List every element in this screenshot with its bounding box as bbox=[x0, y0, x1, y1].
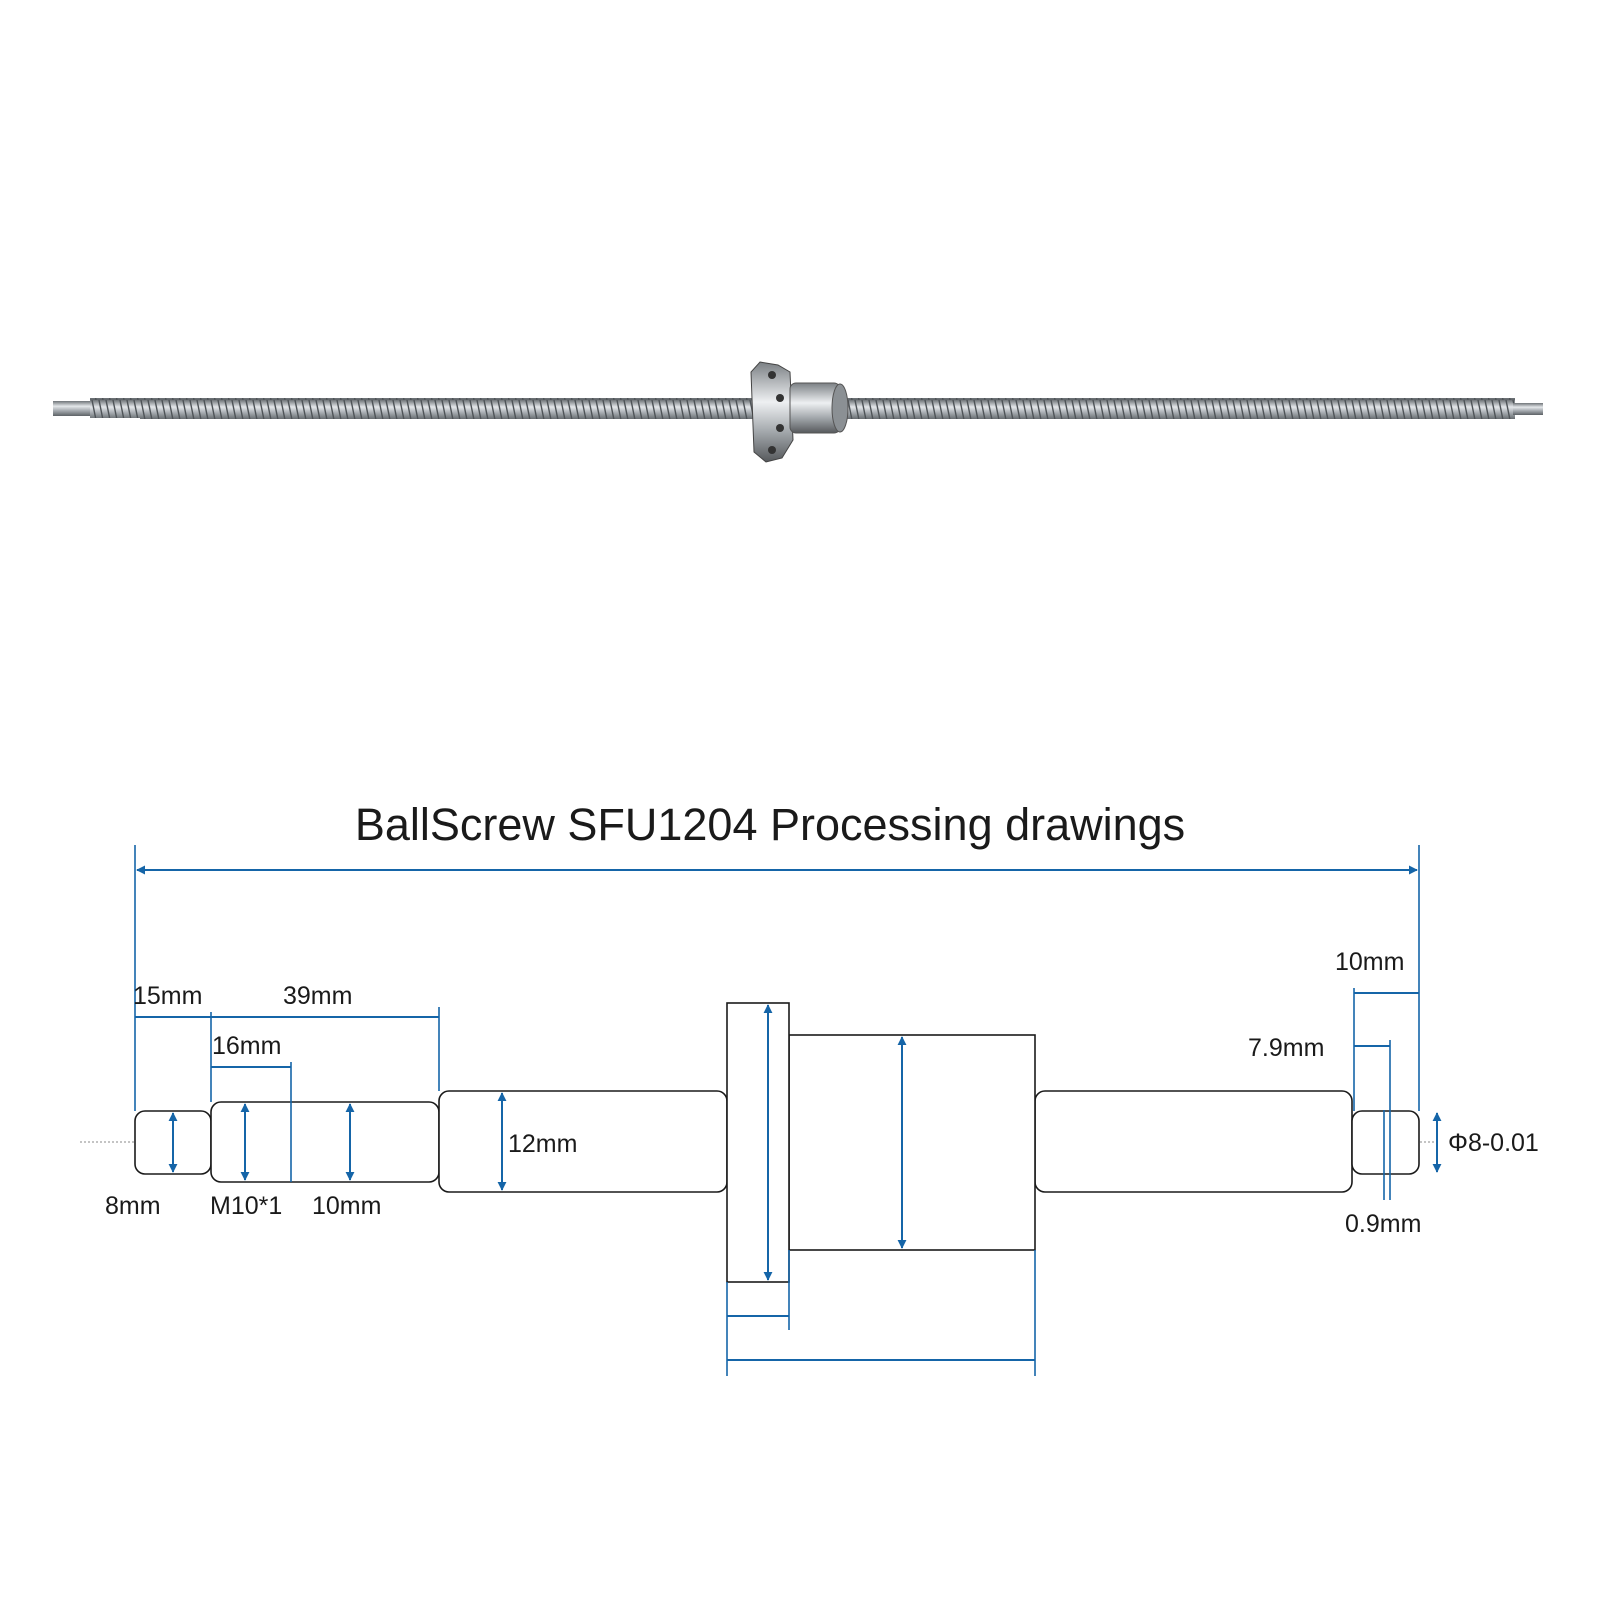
label-end-diameter: 8mm bbox=[105, 1192, 161, 1220]
left-threaded-end bbox=[90, 398, 142, 418]
part-outline bbox=[134, 1002, 1420, 1283]
right-end-journal bbox=[1351, 1110, 1420, 1175]
dimension-labels: 15mm 39mm 16mm 10mm 7.9mm 8mm M10*1 10mm… bbox=[105, 948, 1539, 1238]
main-shaft-left bbox=[438, 1090, 728, 1193]
drawing-title: BallScrew SFU1204 Processing drawings bbox=[355, 799, 1185, 850]
label-right-end-length: 10mm bbox=[1335, 948, 1404, 976]
nut-body-outline bbox=[788, 1034, 1036, 1251]
label-right-diameter: Φ8-0.01 bbox=[1448, 1129, 1539, 1157]
label-groove-position: 7.9mm bbox=[1248, 1034, 1324, 1062]
left-journal bbox=[53, 401, 93, 416]
right-journal bbox=[1513, 403, 1543, 415]
label-step-diameter: 10mm bbox=[312, 1192, 381, 1220]
label-thread-length: 16mm bbox=[212, 1032, 281, 1060]
nut-flange bbox=[750, 361, 794, 463]
main-shaft-right bbox=[1034, 1090, 1353, 1193]
label-thread-section-length: 39mm bbox=[283, 982, 352, 1010]
dimension-lines bbox=[135, 865, 1442, 1361]
label-thread-spec: M10*1 bbox=[210, 1192, 282, 1220]
ballscrew-product-image bbox=[53, 361, 1543, 463]
label-end-length: 15mm bbox=[133, 982, 202, 1010]
nut-flange-outline bbox=[726, 1002, 790, 1283]
label-shaft-diameter: 12mm bbox=[508, 1130, 577, 1158]
label-groove-width: 0.9mm bbox=[1345, 1210, 1421, 1238]
